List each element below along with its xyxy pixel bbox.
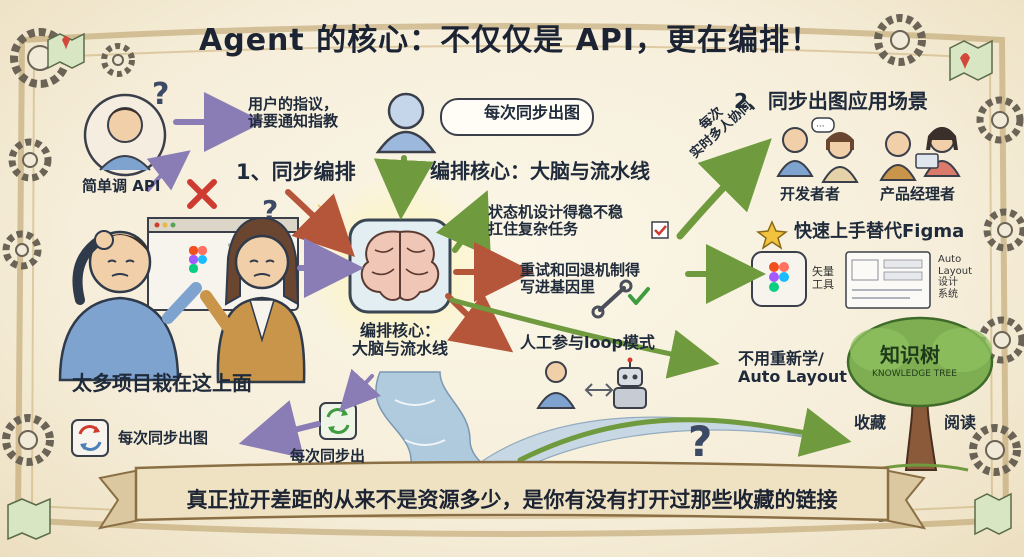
confused-user-avatar: [83, 93, 167, 177]
flow-arrows: [146, 92, 852, 463]
sync-output-left-label: 每次同步出图: [118, 429, 209, 447]
tree-icon: [846, 316, 994, 472]
wrench-icon: [591, 279, 633, 319]
core-heading: 编排核心：大脑与流水线: [430, 159, 650, 183]
vector-tools-label: 矢量 工具: [812, 265, 834, 291]
simple-api-label: 简单调 API: [82, 177, 161, 195]
refresh-icon: [71, 419, 109, 457]
auto-layout-panel-label: Auto Layout 设计 系统: [938, 254, 972, 300]
user-icon: [375, 92, 437, 154]
page-title: Agent 的核心：不仅仅是 API，更在编排！: [199, 23, 821, 58]
refresh-icon: [319, 402, 357, 440]
figma-icon: [189, 246, 207, 273]
speech-bubble: [440, 98, 594, 136]
question-icon: ?: [688, 417, 712, 466]
retry-mechanism-text: 重试和回退机制得 写进基因里: [520, 261, 641, 297]
svg-text:···: ···: [816, 122, 825, 132]
developer-figure: ···: [776, 117, 859, 183]
cross-icon: [187, 179, 217, 209]
robot-icon: [613, 357, 647, 409]
no-relearn-text: 不用重新学/ Auto Layout: [738, 349, 847, 387]
exchange-arrows: [584, 383, 614, 397]
brain-icon: [348, 218, 452, 314]
bottom-banner-text: 真正拉开差距的从来不是资源多少，是你有没有打开过那些收藏的链接: [186, 488, 838, 512]
knowledge-tree-title: 知识树: [880, 343, 940, 367]
auto-layout-panel: [845, 251, 931, 309]
worried-woman-figure: [200, 216, 306, 384]
scene-heading: 2、同步出图应用场景: [734, 89, 928, 113]
bottom-ribbon: [97, 460, 927, 530]
figma-icon: [751, 251, 807, 307]
speech-bubble-text: 每次同步出图: [484, 103, 581, 122]
user-thought-text: 用户的指议， 请要通知指教: [248, 95, 339, 131]
knowledge-tree-en: KNOWLEDGE TREE: [872, 369, 957, 379]
star-icon: [756, 220, 788, 250]
developer-label: 开发者者: [780, 185, 841, 203]
sync-orchestration-label: 1、同步编排: [236, 160, 356, 184]
too-many-projects-label: 太多项目栽在这上面: [72, 371, 252, 395]
product-manager-figure: [879, 127, 961, 181]
stressed-developer-figure: [58, 230, 202, 382]
product-manager-label: 产品经理者: [880, 185, 956, 203]
brain-caption: 编排核心： 大脑与流水线: [351, 321, 448, 359]
figma-heading: 快速上手替代Figma: [794, 221, 965, 242]
read-label: 阅读: [944, 413, 977, 432]
map-icon: [7, 32, 1012, 541]
state-machine-text: 状态机设计得稳不稳 扛住复杂任务: [488, 203, 624, 239]
question-icon: ?: [152, 77, 169, 112]
checklist-icon: [651, 221, 669, 239]
human-figure: [536, 361, 576, 409]
collect-label: 收藏: [854, 413, 887, 432]
sync-output-label: 每次同步出: [290, 447, 366, 465]
human-in-loop-text: 人工参与loop模式: [520, 333, 655, 352]
